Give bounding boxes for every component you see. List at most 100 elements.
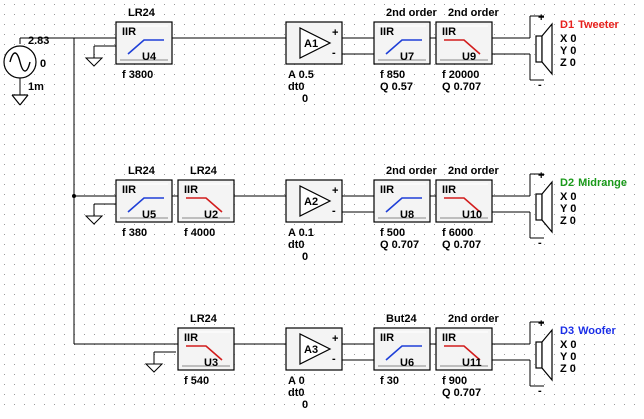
filter-iir-label: IIR [380, 184, 394, 196]
amp-gain: A 0.1 [288, 227, 314, 239]
driver-z: Z 0 [560, 363, 576, 375]
filter-iir-label: IIR [380, 332, 394, 344]
filter-name-label: U6 [400, 357, 414, 369]
filter-name-label: U5 [142, 209, 156, 221]
filter-param: Q 0.707 [380, 239, 419, 251]
filter-iir-label: IIR [184, 332, 198, 344]
filter-param: f 500 [380, 227, 405, 239]
speaker-minus-terminal: - [538, 237, 542, 249]
plus-terminal: + [332, 333, 338, 345]
minus-terminal: - [332, 205, 336, 217]
amplifier-icon [299, 333, 332, 365]
amp-gain: A 0 [288, 375, 305, 387]
driver-name: Woofer [578, 325, 616, 337]
filter-type-label: LR24 [190, 313, 218, 325]
filter-param: f 850 [380, 69, 405, 81]
driver-label: D3 Woofer [560, 325, 616, 337]
source-amplitude: 2.83 [28, 35, 49, 47]
filter-param: f 540 [184, 375, 209, 387]
plus-terminal: + [332, 27, 338, 39]
speaker-tweeter[interactable]: +- [529, 12, 553, 91]
speaker-minus-terminal: - [538, 385, 542, 397]
filter-type-label: 2nd order [386, 165, 437, 177]
amp-delay: dt0 [288, 239, 305, 251]
amp-delay: dt0 [288, 81, 305, 93]
driver-x: X 0 [560, 191, 577, 203]
ground-symbol [84, 45, 116, 67]
driver-z: Z 0 [560, 57, 576, 69]
source-bottom-value: 1m [28, 81, 44, 93]
filter-iir-label: IIR [442, 184, 456, 196]
amplifier-icon [299, 185, 332, 217]
filter-param: f 900 [442, 375, 467, 387]
driver-id: D3 [560, 325, 574, 337]
speaker-woofer[interactable]: +- [529, 318, 553, 397]
speaker-cone-icon [541, 22, 553, 76]
speaker-magnet-icon [535, 35, 543, 63]
filter-name-label: U10 [462, 209, 482, 221]
speaker-magnet-icon [535, 193, 543, 221]
highpass-curve [127, 197, 164, 213]
highpass-curve [385, 39, 422, 55]
driver-y: Y 0 [560, 45, 576, 57]
filter-iir-label: IIR [184, 184, 198, 196]
filter-name-label: U11 [462, 357, 482, 369]
speaker-midrange[interactable]: +- [529, 170, 553, 249]
highpass-curve [385, 345, 422, 361]
filter-iir-label: IIR [122, 26, 136, 38]
highpass-curve [385, 197, 422, 213]
minus-terminal: - [332, 47, 336, 59]
filter-name-label: U8 [400, 209, 414, 221]
minus-terminal: - [332, 353, 336, 365]
filter-type-label: LR24 [190, 165, 218, 177]
speaker-cone-icon [541, 180, 553, 234]
amp-name-label: A1 [304, 38, 318, 50]
filter-type-label: 2nd order [448, 7, 499, 19]
lowpass-curve [444, 345, 481, 361]
highpass-curve [127, 39, 164, 55]
bus-junction [72, 194, 76, 198]
filter-type-label: But24 [386, 313, 417, 325]
filter-iir-label: IIR [122, 184, 136, 196]
lowpass-curve [186, 197, 223, 213]
filter-type-label: 2nd order [448, 313, 499, 325]
amp-delay: dt0 [288, 387, 305, 399]
plus-terminal: + [332, 185, 338, 197]
filter-name-label: U7 [400, 51, 414, 63]
ground-symbol [144, 351, 176, 373]
speaker-plus-terminal: + [538, 170, 544, 182]
amp-zero: 0 [302, 251, 308, 263]
filter-name-label: U2 [204, 209, 218, 221]
filter-type-label: LR24 [128, 7, 156, 19]
filter-param: f 3800 [122, 69, 153, 81]
filter-param: Q 0.707 [442, 239, 481, 251]
driver-id: D2 [560, 177, 574, 189]
speaker-plus-terminal: + [538, 318, 544, 330]
driver-name: Tweeter [578, 19, 619, 31]
amp-gain: A 0.5 [288, 69, 314, 81]
sine-icon [9, 52, 31, 72]
ground-symbol [84, 203, 116, 225]
filter-name-label: U9 [462, 51, 476, 63]
filter-name-label: U4 [142, 51, 157, 63]
lowpass-curve [444, 197, 481, 213]
filter-param: f 20000 [442, 69, 479, 81]
